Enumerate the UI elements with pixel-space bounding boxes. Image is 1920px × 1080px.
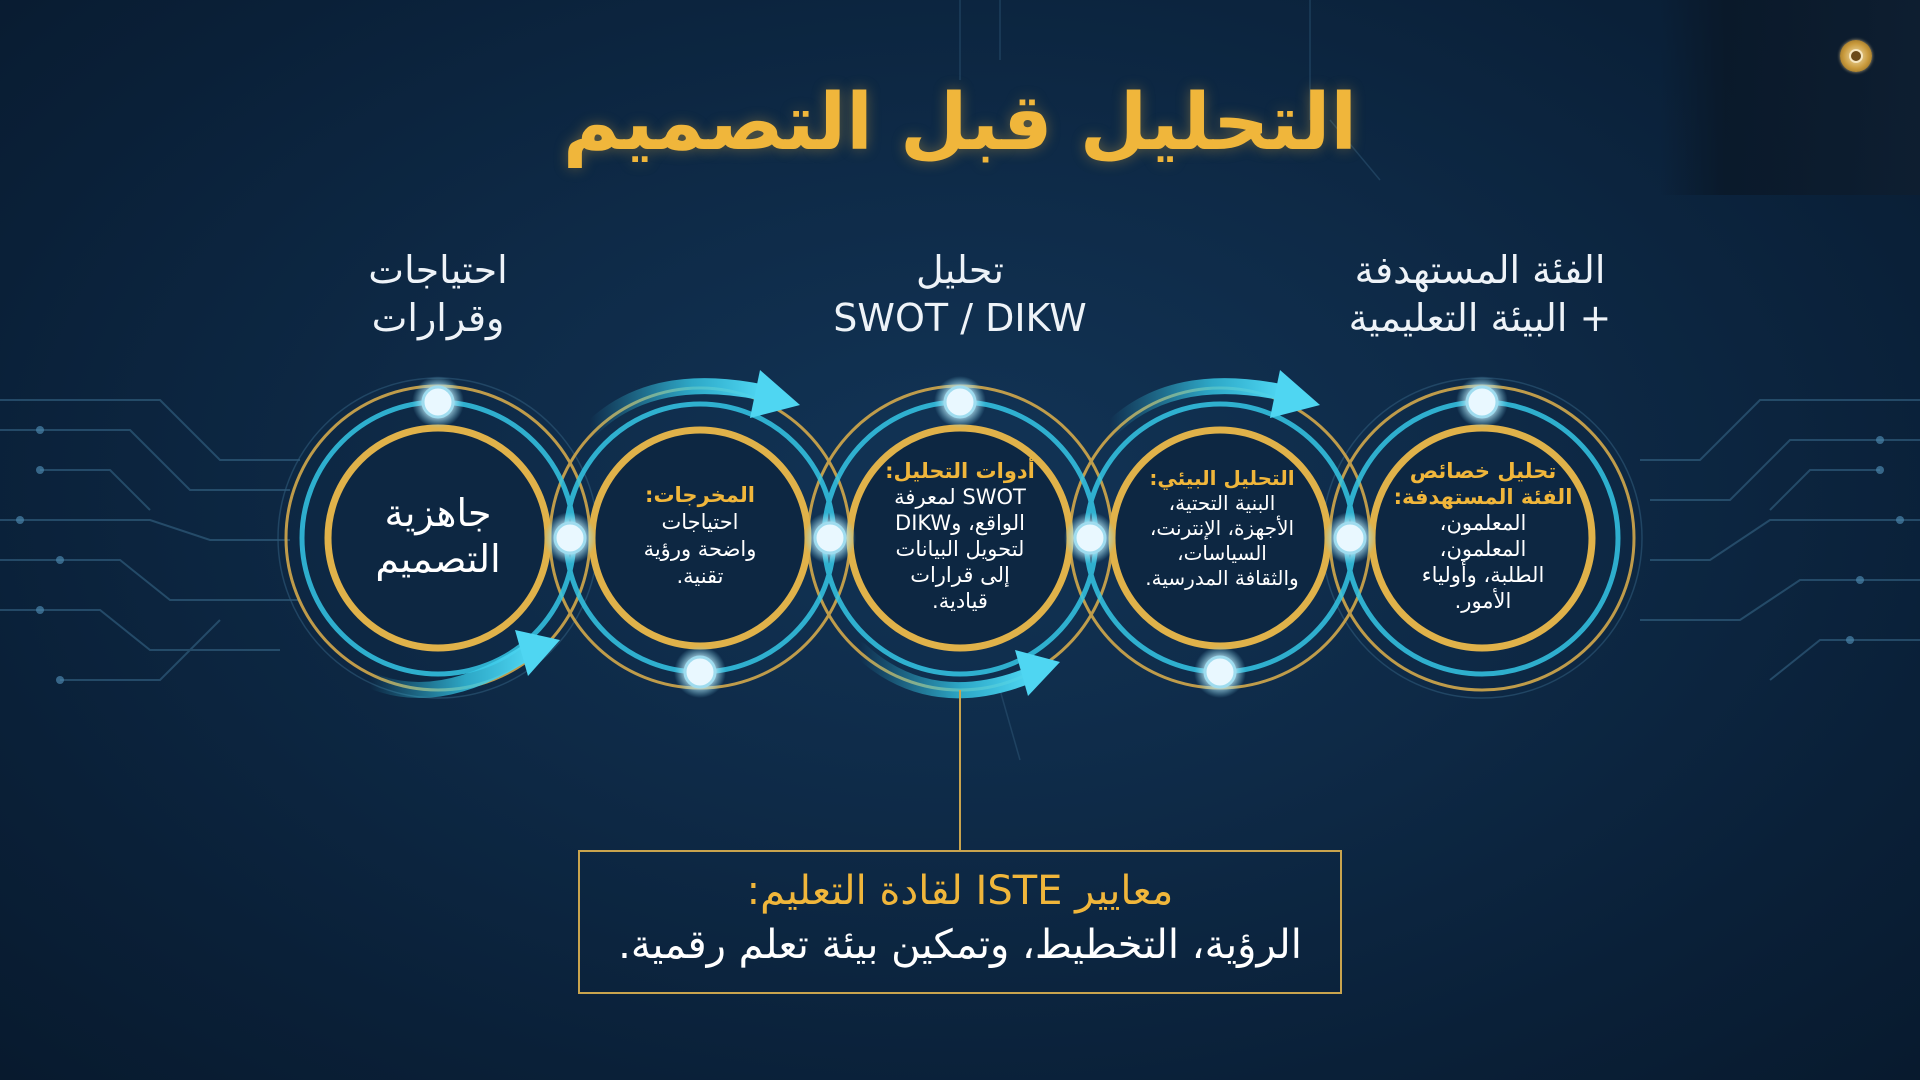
stage-label-target-group: الفئة المستهدفة + البيئة التعليمية xyxy=(1348,248,1612,340)
iste-standards-box: معايير ISTE لقادة التعليم: الرؤية، التخط… xyxy=(578,850,1342,994)
ring-heading: التحليل البيئي: xyxy=(1149,466,1295,490)
iste-subtitle: الرؤية، التخطيط، وتمكين بيئة تعلم رقمية. xyxy=(618,922,1302,968)
ring-heading: أدوات التحليل: xyxy=(885,459,1035,483)
ring-body: SWOT لمعرفة الواقع، وDIKW لتحويل البيانا… xyxy=(894,485,1026,613)
flow-arrow-icon xyxy=(515,370,1320,696)
stage-label-analysis: تحليل SWOT / DIKW xyxy=(833,248,1087,340)
ring-text-tools: أدوات التحليل: SWOT لمعرفة الواقع، وDIKW… xyxy=(864,458,1056,614)
logo-seal-icon xyxy=(1840,40,1872,72)
flow-arrows xyxy=(362,378,1288,699)
corner-panel xyxy=(1660,0,1920,195)
ring-chain xyxy=(284,384,1636,692)
circuit-lines-left xyxy=(0,399,300,681)
stage-label-needs: احتياجات وقرارات xyxy=(368,248,508,340)
iste-title: معايير ISTE لقادة التعليم: xyxy=(746,868,1174,914)
ring-text-environment: التحليل البيئي: البنية التحتية، الأجهزة،… xyxy=(1124,466,1320,591)
ring-heading: المخرجات: xyxy=(645,483,755,507)
ring-body: احتياجات واضحة ورؤية تقنية. xyxy=(643,510,757,588)
ring-nodes xyxy=(412,376,1508,698)
ring-text-outputs: المخرجات: احتياجات واضحة ورؤية تقنية. xyxy=(610,482,790,590)
ring-text-readiness: جاهزية التصميم xyxy=(338,490,538,582)
ring-body: المعلمون، المعلمون، الطلبة، وأولياء الأم… xyxy=(1421,511,1545,613)
ring-body: جاهزية التصميم xyxy=(375,491,501,581)
page-title: التحليل قبل التصميم xyxy=(562,78,1358,168)
ring-text-target-group: تحليل خصائص الفئة المستهدفة: المعلمون، ا… xyxy=(1388,458,1578,614)
ring-heading: تحليل خصائص الفئة المستهدفة: xyxy=(1393,459,1573,509)
ring-body: البنية التحتية، الأجهزة، الإنترنت، السيا… xyxy=(1145,491,1299,590)
